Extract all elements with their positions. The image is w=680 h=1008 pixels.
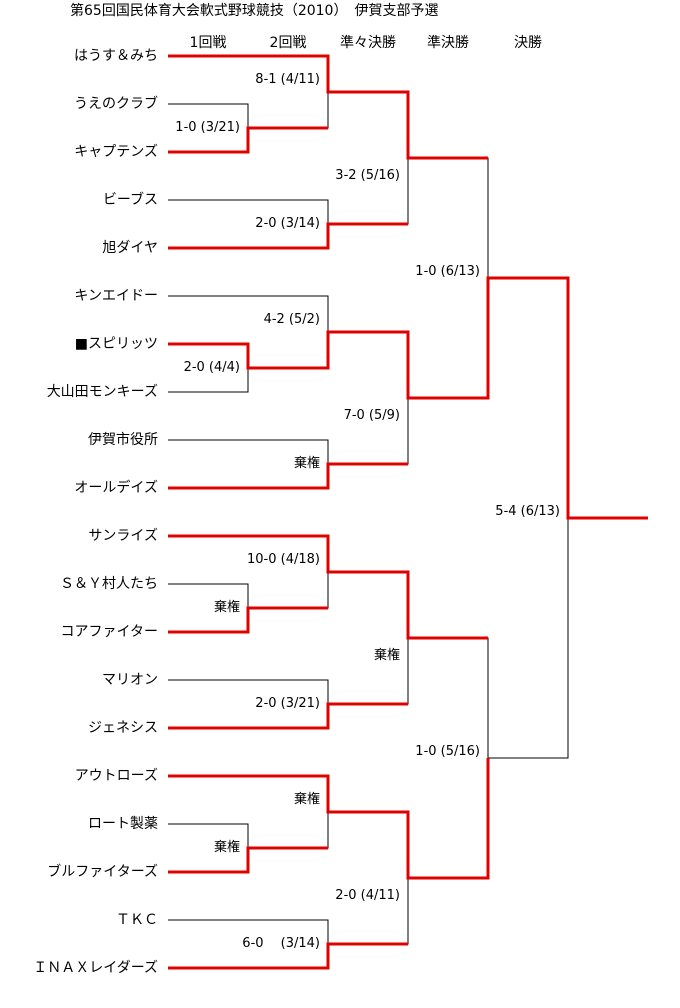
match-result: 1-0 (5/16) — [415, 744, 480, 759]
bracket-line — [168, 439, 329, 464]
round-header-1: 1回戦 — [189, 35, 227, 51]
match-result: 5-4 (6/13) — [495, 504, 560, 519]
winner-line — [168, 276, 648, 520]
team-name: ビーブス — [102, 192, 158, 208]
match-result: 棄権 — [293, 792, 320, 807]
team-name: ジェネシス — [88, 720, 158, 736]
match-result: 棄権 — [213, 840, 240, 855]
match-result: 3-2 (5/16) — [335, 168, 400, 183]
bracket-line — [488, 518, 569, 759]
match-result: 4-2 (5/2) — [263, 312, 320, 327]
team-name: ■スピリッツ — [74, 336, 158, 352]
team-name: キンエイドー — [74, 288, 158, 304]
winner-line — [168, 222, 408, 250]
bracket-line — [168, 368, 249, 393]
winner-line — [168, 758, 490, 880]
bracket-line — [408, 637, 489, 758]
winner-line — [168, 534, 488, 640]
team-name: マリオン — [102, 672, 158, 688]
bracket-line — [248, 536, 329, 609]
bracket-line — [168, 919, 329, 944]
team-name: ＴＫＣ — [116, 912, 158, 928]
team-name: 伊賀市役所 — [88, 432, 158, 448]
bracket-line — [168, 199, 329, 224]
page-title: 第65回国民体育大会軟式野球競技（2010） 伊賀支部予選 — [70, 3, 439, 19]
team-name: はうす＆みち — [74, 48, 158, 64]
winner-line — [168, 54, 488, 160]
match-result: 2-0 (4/11) — [335, 888, 400, 903]
team-name: アウトローズ — [74, 768, 158, 784]
team-name: うえのクラブ — [74, 96, 158, 112]
team-name: ＩＮＡＸレイダーズ — [33, 960, 158, 976]
match-result: 2-0 (4/4) — [183, 360, 240, 375]
bracket-line — [248, 812, 329, 849]
match-result: 10-0 (4/18) — [247, 552, 320, 567]
team-name: Ｓ＆Ｙ村人たち — [60, 576, 158, 592]
match-result: 8-1 (4/11) — [255, 72, 320, 87]
match-result: 1-0 (6/13) — [415, 264, 480, 279]
team-name: 大山田モンキーズ — [46, 384, 158, 400]
winner-line — [168, 462, 408, 490]
round-header-3: 準々決勝 — [340, 35, 396, 51]
bracket-line — [168, 823, 249, 848]
match-result: 7-0 (5/9) — [343, 408, 400, 423]
team-name: キャプテンズ — [74, 144, 158, 160]
bracket-line — [408, 157, 489, 278]
match-result: 棄権 — [213, 600, 240, 615]
team-name: コアファイター — [60, 624, 158, 640]
team-name: ロート製薬 — [88, 816, 158, 832]
winner-line — [168, 126, 328, 154]
bracket-line — [168, 679, 329, 704]
round-header-5: 決勝 — [514, 35, 542, 51]
match-result: 棄権 — [373, 648, 400, 663]
winner-line — [168, 942, 408, 970]
bracket-line — [168, 583, 249, 608]
match-result: 棄権 — [293, 456, 320, 471]
team-name: ブルファイターズ — [47, 864, 158, 880]
match-result: 2-0 (3/14) — [255, 216, 320, 231]
team-name: 旭ダイヤ — [102, 240, 158, 256]
round-header-2: 2回戦 — [269, 35, 307, 51]
winner-line — [168, 846, 328, 874]
bracket-line — [168, 295, 329, 332]
bracket-line — [168, 103, 249, 128]
match-result: 1-0 (3/21) — [175, 120, 240, 135]
match-result: 2-0 (3/21) — [255, 696, 320, 711]
winner-line — [168, 702, 408, 730]
winner-line — [168, 606, 328, 634]
team-name: オールデイズ — [74, 480, 158, 496]
round-header-4: 準決勝 — [427, 35, 469, 51]
bracket-line — [248, 56, 329, 129]
team-name: サンライズ — [88, 528, 158, 544]
match-result: 6-0 (3/14) — [242, 936, 320, 951]
